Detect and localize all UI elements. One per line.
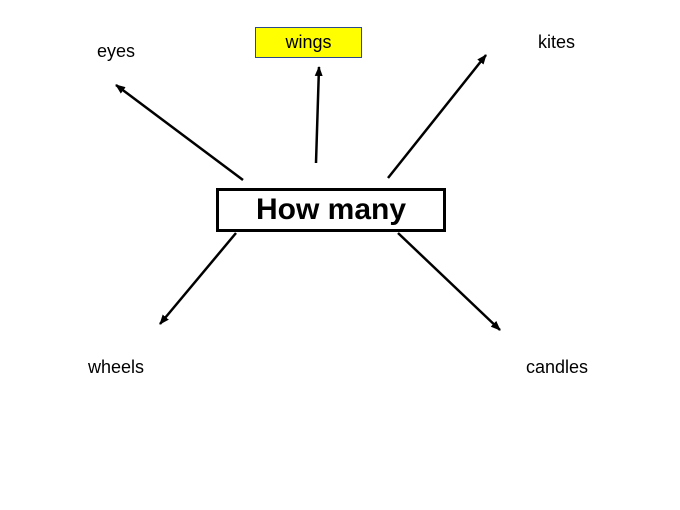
label-kites: kites	[538, 32, 576, 52]
label-eyes: eyes	[97, 41, 136, 61]
label-candles: candles	[526, 357, 589, 377]
wings-highlight-box: wings	[255, 27, 362, 58]
label-wings: wings	[285, 32, 332, 52]
label-wheels: wheels	[88, 357, 145, 377]
center-topic-box: How many	[216, 188, 446, 232]
arrow-to-wheels	[159, 232, 237, 325]
arrow-to-candles	[397, 232, 501, 331]
arrow-to-wings	[314, 66, 323, 164]
arrow-to-eyes	[115, 83, 244, 182]
arrow-to-kites	[387, 54, 487, 179]
center-topic-label: How many	[255, 193, 407, 226]
